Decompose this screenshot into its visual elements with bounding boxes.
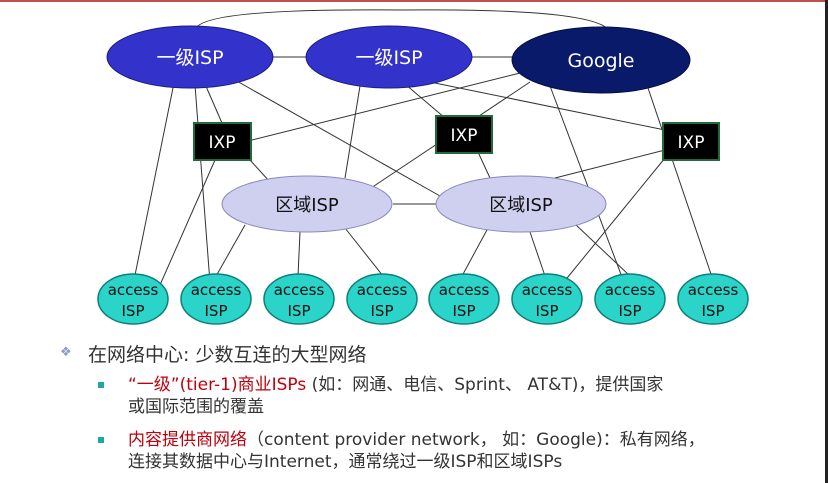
svg-text:access: access: [605, 281, 656, 299]
ixp-right-label: IXP: [678, 133, 705, 153]
top-rule: [0, 0, 828, 2]
ixp-left: IXP: [193, 122, 252, 161]
svg-text:access: access: [357, 281, 408, 299]
square-bullet-icon: [98, 382, 104, 388]
bullet-tier1-highlight: “一级”(tier-1)商业ISPs: [128, 375, 307, 395]
tier1-isp-left-label: 一级ISP: [156, 47, 223, 69]
regional-isp-right: 区域ISP: [435, 175, 607, 233]
link-ixp1-regional1: [249, 159, 271, 183]
link-google-access7: [549, 85, 626, 286]
access-isp-3: access ISP: [263, 273, 335, 325]
svg-text:ISP: ISP: [536, 302, 559, 320]
link-regional1-access4: [344, 227, 384, 277]
link-tier1-ixp1: [204, 83, 223, 124]
link-ixp1-google: [251, 72, 521, 141]
tier1-isp-mid: 一级ISP: [305, 25, 473, 89]
tier1-isp-mid-label: 一级ISP: [355, 47, 422, 69]
right-edge: [825, 0, 828, 483]
tier1-isp-left: 一级ISP: [106, 25, 274, 89]
diamond-bullet-icon: ❖: [60, 345, 72, 360]
link-ixp1-access1: [159, 159, 216, 286]
svg-text:ISP: ISP: [288, 302, 311, 320]
svg-text:ISP: ISP: [371, 302, 394, 320]
link-tier1-access2: [194, 84, 211, 284]
network-links: [132, 9, 714, 286]
ixp-left-label: IXP: [209, 133, 236, 153]
link-tier1mid-regional1: [344, 85, 361, 179]
bullet-tier1-line2: 或国际范围的覆盖: [128, 397, 264, 417]
svg-text:ISP: ISP: [619, 302, 642, 320]
bullet-tier1-rest: (如：网通、电信、Sprint、 AT&T)，提供国家: [306, 375, 664, 395]
svg-text:access: access: [688, 281, 739, 299]
access-isp-6: access ISP: [511, 273, 583, 325]
svg-text:access: access: [108, 281, 159, 299]
access-isp-4: access ISP: [346, 273, 418, 325]
link-tier1mid-ixp3: [429, 81, 666, 131]
link-google-access8: [647, 87, 714, 281]
google-network: Google: [511, 26, 691, 94]
link-tier1-google-arc: [194, 9, 611, 33]
regional-isp-left-label: 区域ISP: [275, 195, 339, 216]
regional-isp-right-label: 区域ISP: [489, 195, 553, 216]
link-regional1-access3: [297, 231, 301, 277]
ixp-mid-label: IXP: [451, 126, 478, 146]
svg-text:access: access: [522, 281, 573, 299]
svg-text:ISP: ISP: [702, 302, 725, 320]
bullet-content-rest: （content provider network， 如：Google)：私有网…: [247, 430, 705, 450]
ixp-right: IXP: [662, 122, 720, 161]
link-tier1-access1: [132, 77, 176, 286]
ixp-mid: IXP: [435, 115, 493, 154]
link-regional2-access5: [461, 227, 489, 277]
link-regional1-access2: [214, 224, 246, 279]
access-isp-8: access ISP: [677, 273, 749, 325]
svg-text:access: access: [191, 281, 242, 299]
square-bullet-icon: [98, 437, 104, 443]
svg-text:ISP: ISP: [122, 302, 145, 320]
link-tier1-regional2: [234, 79, 441, 197]
svg-text:ISP: ISP: [453, 302, 476, 320]
link-ixp3-access6: [562, 157, 666, 284]
link-regional2-access7: [574, 223, 631, 277]
link-regional2-access6: [529, 231, 546, 277]
google-label: Google: [567, 50, 634, 72]
access-isp-1: access ISP: [97, 273, 169, 325]
access-isp-5: access ISP: [428, 273, 500, 325]
access-isp-2: access ISP: [180, 273, 252, 325]
svg-text:ISP: ISP: [205, 302, 228, 320]
bullet-content-highlight: 内容提供商网络: [128, 430, 247, 450]
link-tier1mid-ixp2: [404, 83, 446, 119]
svg-text:access: access: [439, 281, 490, 299]
bullet-main-text: 在网络中心: 少数互连的大型网络: [88, 344, 367, 366]
bullet-content-line2: 连接其数据中心与Internet，通常绕过一级ISP和区域ISPs: [128, 452, 563, 472]
regional-isp-left: 区域ISP: [221, 175, 393, 233]
access-isp-7: access ISP: [594, 273, 666, 325]
isp-hierarchy-diagram: 一级ISP 一级ISP Google IXP IXP IXP 区域ISP: [97, 9, 749, 325]
svg-text:access: access: [274, 281, 325, 299]
link-regional2-ixp3: [554, 149, 666, 179]
link-ixp2-regional2: [477, 151, 491, 179]
